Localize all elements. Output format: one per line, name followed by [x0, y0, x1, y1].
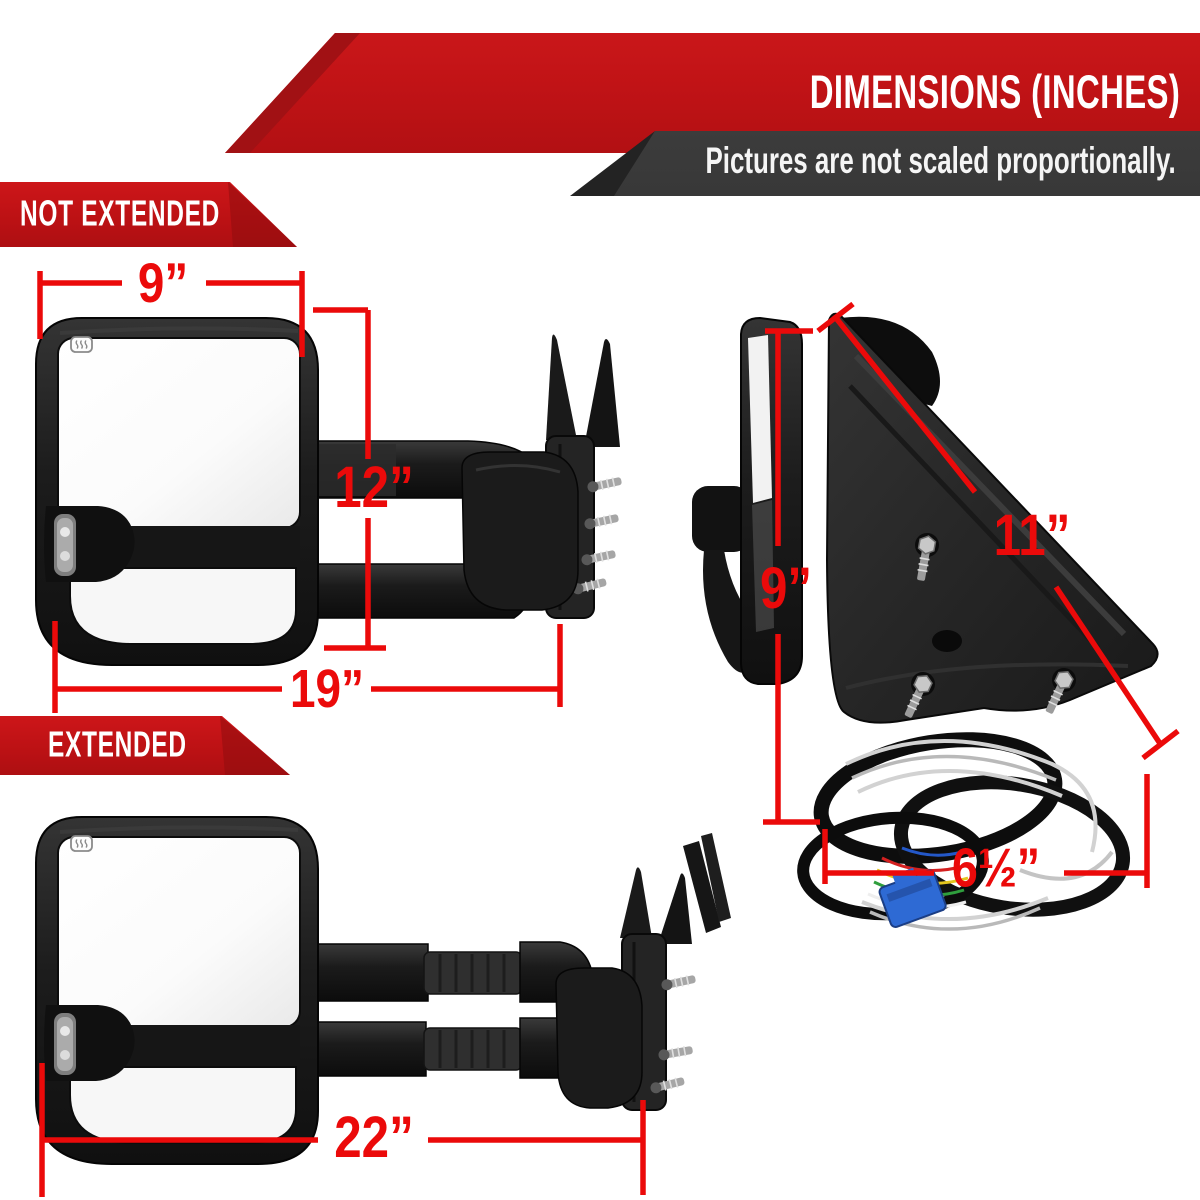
mirror-face — [36, 817, 318, 1164]
ribbon-extended-label: EXTENDED — [48, 723, 187, 765]
wiring-harness — [797, 732, 1131, 931]
arm-block — [692, 486, 750, 552]
dimension-label-diagonal: 11” — [993, 502, 1071, 568]
mount-fin — [620, 867, 652, 938]
dimension-label-overall-width: 19” — [289, 658, 365, 719]
mirror-front-not-extended — [36, 318, 624, 665]
mount-fin — [584, 338, 620, 447]
dimension-label-base-width: 6½” — [951, 836, 1041, 899]
mirror-front-extended — [36, 817, 698, 1164]
dimension-label-extended-width: 22” — [334, 1104, 414, 1170]
blue-connector — [878, 867, 947, 928]
lower-arm-sleeve — [311, 1021, 427, 1077]
mirror-face — [36, 318, 318, 665]
disclaimer-text: Pictures are not scaled proportionally. — [705, 140, 1176, 181]
dimension-lines — [37, 271, 1180, 1197]
mount-fin — [546, 334, 577, 440]
ribbon-not-extended-label: NOT EXTENDED — [20, 192, 220, 234]
subtitle-banner: Pictures are not scaled proportionally. — [614, 131, 1200, 196]
mirror-back-cap — [840, 316, 940, 406]
dimension-label-top-width: 9” — [137, 250, 189, 314]
dimension-label-mirror-height: 9” — [759, 555, 813, 621]
dimension-label-height: 12” — [334, 454, 414, 520]
mirror-back-view — [683, 312, 1159, 933]
mount-fin — [658, 873, 692, 944]
upper-arm-sleeve — [311, 943, 429, 1002]
page-title: DIMENSIONS (INCHES) — [809, 65, 1180, 118]
glass-edge — [748, 335, 772, 503]
pivot-cap — [555, 967, 643, 1109]
pivot-cap — [461, 451, 579, 611]
